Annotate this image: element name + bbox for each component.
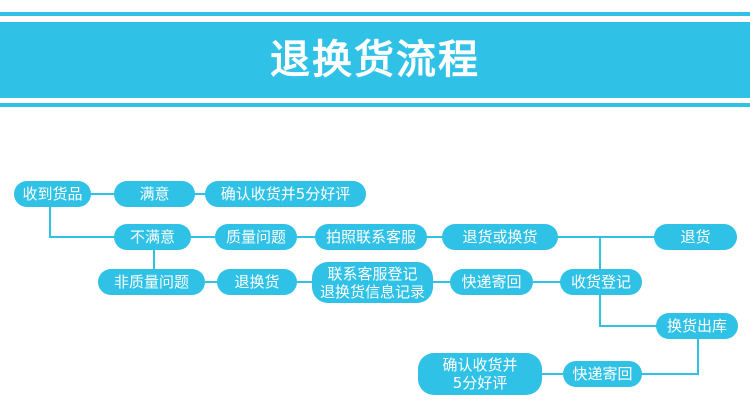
node-confirm-review: 确认收货并5分好评 (205, 181, 366, 207)
node-quality-issue: 质量问题 (215, 224, 297, 250)
node-receive-register: 收货登记 (560, 269, 642, 295)
node-return-exchange: 退换货 (217, 269, 297, 295)
node-confirm-review-2: 确认收货并 5分好评 (418, 353, 542, 395)
node-photo-contact: 拍照联系客服 (315, 224, 427, 250)
node-express-send: 快递寄回 (450, 269, 533, 295)
header-top-rule (0, 12, 750, 16)
connector-exchange-out-express (641, 338, 699, 375)
node-exchange-out: 换货出库 (656, 313, 738, 339)
connector-received-unsatisfied (49, 206, 115, 238)
node-return: 退货 (654, 224, 737, 250)
header-banner (0, 22, 750, 98)
node-return-or-exchange: 退货或换货 (442, 224, 558, 250)
node-non-quality-issue: 非质量问题 (98, 269, 205, 295)
page-title: 退换货流程 (270, 37, 480, 83)
node-register-record: 联系客服登记 退换货信息记录 (312, 262, 433, 303)
node-satisfied: 满意 (114, 181, 195, 207)
connector-trunk-exchange-out (599, 237, 657, 327)
node-unsatisfied: 不满意 (114, 224, 191, 250)
node-express-back: 快递寄回 (563, 361, 642, 387)
header-bottom-rule (0, 103, 750, 107)
node-received: 收到货品 (14, 181, 91, 207)
